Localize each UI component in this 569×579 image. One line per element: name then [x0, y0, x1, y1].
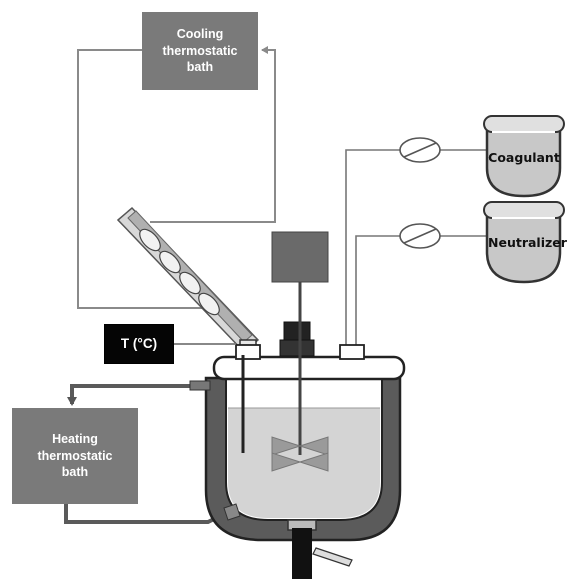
cooling-bath-label: Cooling thermostatic bath — [162, 26, 238, 75]
condenser — [116, 206, 260, 355]
pump-neutralizer — [399, 223, 441, 249]
coagulant-flask — [483, 115, 565, 198]
stirrer — [271, 231, 329, 472]
cooling-circuit — [77, 46, 276, 312]
cooling-thermostatic-bath: Cooling thermostatic bath — [142, 12, 258, 90]
impeller — [271, 436, 329, 472]
temperature-display: T (°C) — [104, 324, 174, 364]
cooling-supply-line — [77, 49, 226, 312]
neutralizer-flask — [483, 201, 565, 284]
temperature-label: T (°C) — [120, 335, 158, 351]
neutralizer-label: Neutralizer — [488, 235, 567, 250]
cooling-return-line — [150, 46, 276, 223]
coagulant-label: Coagulant — [488, 150, 560, 165]
stirrer-motor — [271, 231, 329, 283]
heating-bath-label: Heating thermostatic bath — [37, 431, 113, 480]
pump-coagulant — [399, 137, 441, 163]
reactor-vessel — [189, 321, 406, 579]
heating-return-line — [67, 384, 210, 406]
heating-thermostatic-bath: Heating thermostatic bath — [12, 408, 138, 504]
